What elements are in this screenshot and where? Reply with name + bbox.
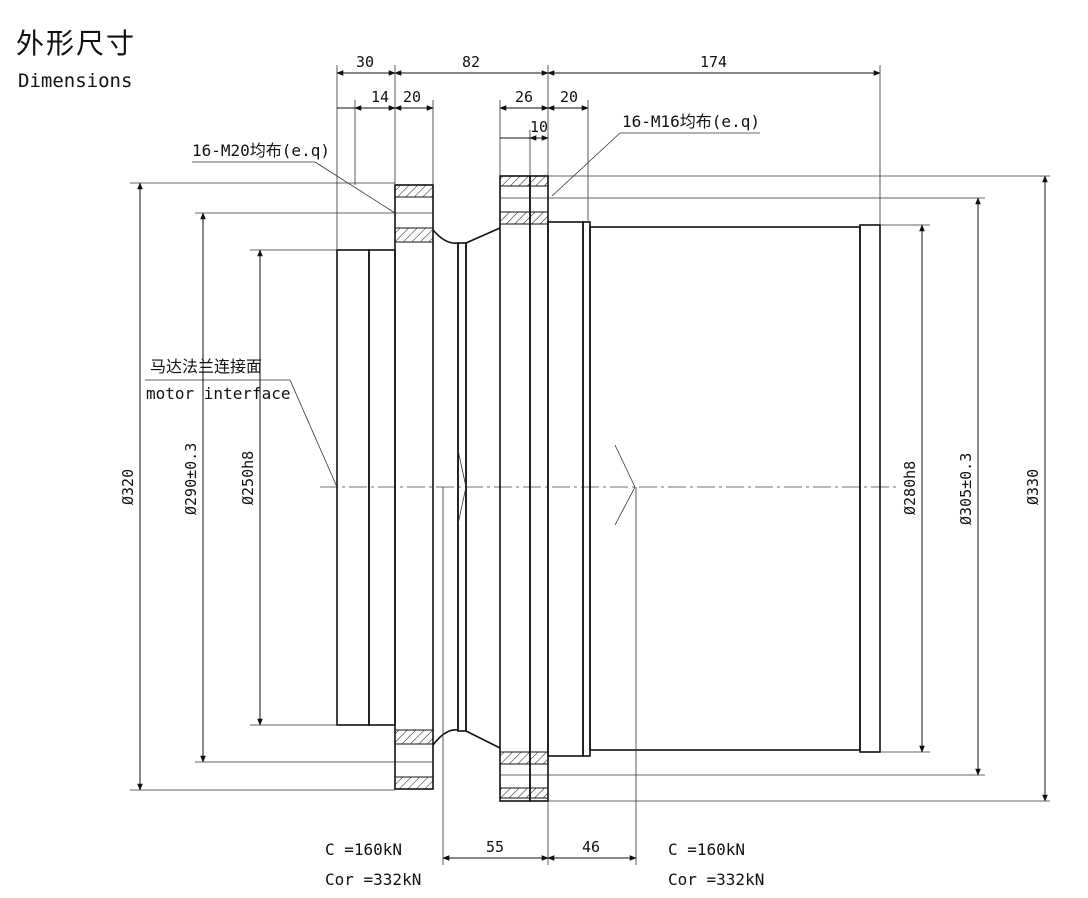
left-flange — [394, 184, 434, 790]
extension-lines — [130, 65, 1050, 865]
dim-55: 55 — [486, 838, 504, 856]
dim-26: 26 — [515, 88, 533, 106]
title-english: Dimensions — [18, 70, 133, 92]
motor-interface-en: motor interface — [146, 384, 291, 403]
rating-left-c: C =160kN — [325, 840, 402, 859]
rating-left-cor: Cor =332kN — [325, 870, 421, 889]
dim-20-right: 20 — [560, 88, 578, 106]
dim-174: 174 — [700, 53, 727, 71]
diameter-dimension-lines — [137, 175, 1048, 802]
dim-10: 10 — [530, 118, 548, 136]
bolt-callout-lines — [192, 132, 760, 214]
bolt-callout-right: 16-M16均布(e.q) — [622, 112, 760, 131]
dia-305: Ø305±0.3 — [957, 453, 975, 525]
rating-right-c: C =160kN — [668, 840, 745, 859]
motor-housing — [336, 249, 396, 726]
title-chinese: 外形尺寸 — [16, 27, 137, 60]
dim-82: 82 — [462, 53, 480, 71]
dim-46: 46 — [582, 838, 600, 856]
dia-250: Ø250h8 — [239, 451, 257, 505]
right-flange — [499, 175, 549, 802]
drum-body — [547, 221, 881, 757]
dim-14: 14 — [371, 88, 389, 106]
motor-callout-lines — [145, 379, 338, 488]
rating-right-cor: Cor =332kN — [668, 870, 764, 889]
neck — [432, 227, 501, 749]
dia-320: Ø320 — [119, 469, 137, 505]
dim-30: 30 — [356, 53, 374, 71]
dim-20-left: 20 — [403, 88, 421, 106]
dia-280: Ø280h8 — [901, 461, 919, 515]
bolt-callout-left: 16-M20均布(e.q) — [192, 141, 330, 160]
top-dimension-lines — [336, 70, 881, 141]
dia-290: Ø290±0.3 — [182, 443, 200, 515]
dia-330: Ø330 — [1024, 469, 1042, 505]
motor-interface-cn: 马达法兰连接面 — [150, 357, 262, 376]
